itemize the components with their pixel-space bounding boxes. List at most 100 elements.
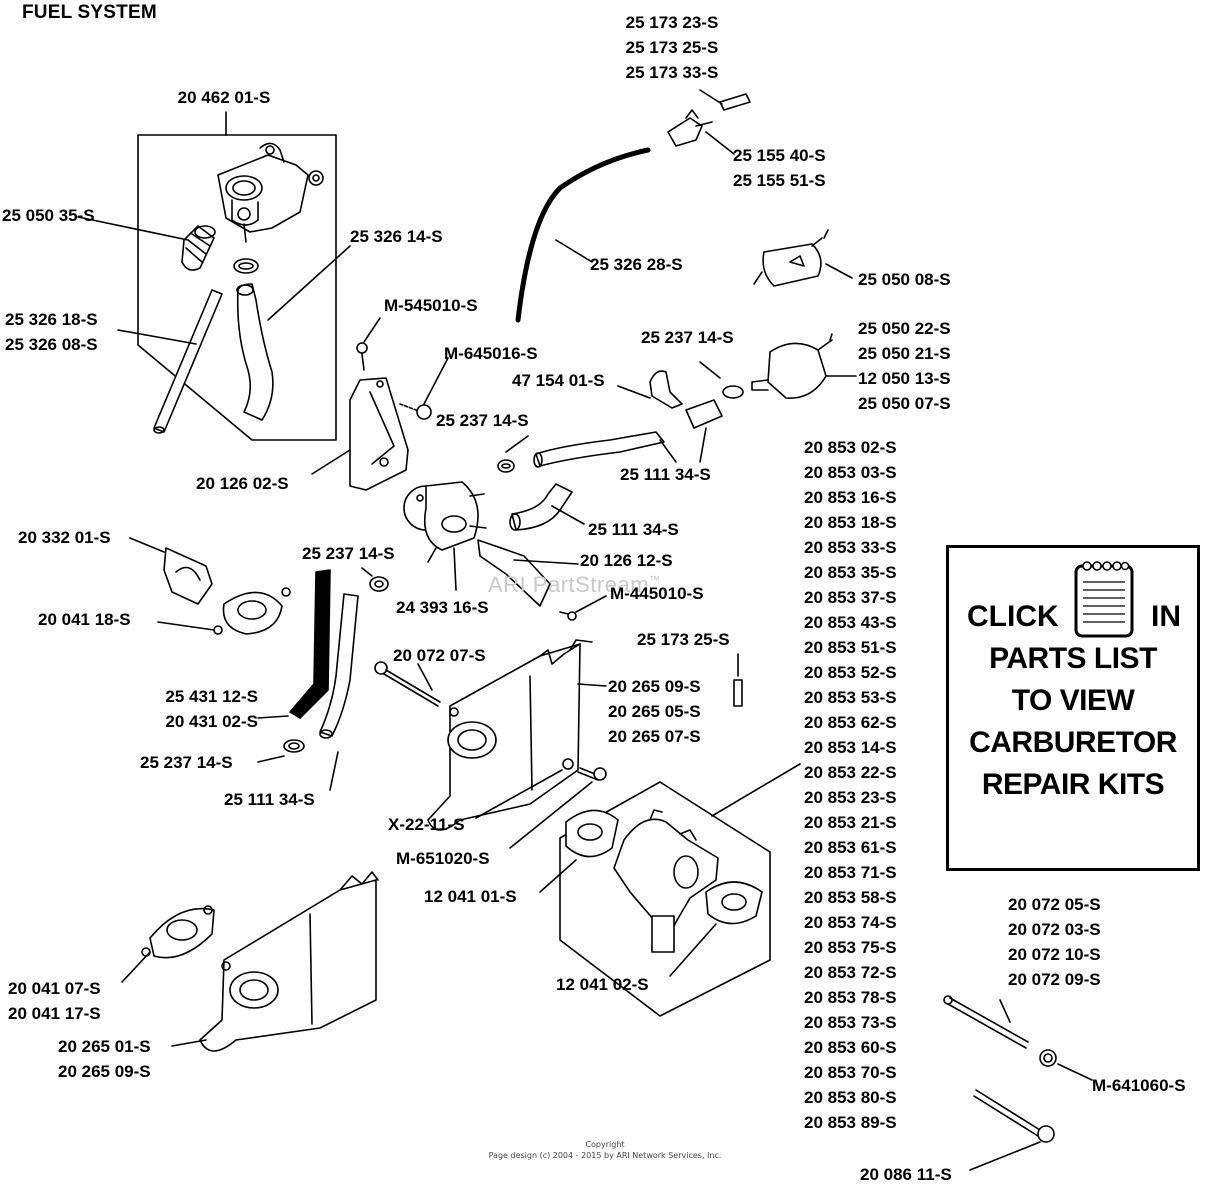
- copyright-label: Copyright: [585, 1140, 625, 1149]
- clamp-icon: [722, 385, 744, 399]
- corrugated-hose-icon: [289, 569, 331, 719]
- part-label-group[interactable]: 20 265 01-S 20 265 09-S: [58, 1037, 151, 1081]
- part-label[interactable]: 25 237 14-S: [140, 753, 233, 772]
- part-label[interactable]: 20 462 01-S: [177, 88, 271, 107]
- intake-manifold-icon: [199, 871, 379, 1052]
- carburetor-part-number[interactable]: 20 853 78-S: [804, 988, 897, 1007]
- part-label[interactable]: 25 111 34-S: [620, 465, 711, 484]
- stud-icon: [374, 661, 441, 707]
- straight-hose-icon: [153, 289, 223, 433]
- gasket-icon: [213, 587, 291, 635]
- part-label[interactable]: 25 050 08-S: [858, 270, 951, 289]
- part-label[interactable]: 12 041 02-S: [556, 975, 649, 994]
- nut-icon: [399, 403, 432, 420]
- carburetor-part-number[interactable]: 20 853 37-S: [804, 588, 897, 607]
- carburetor-part-number[interactable]: 20 853 18-S: [804, 513, 897, 532]
- carburetor-part-number[interactable]: 20 853 33-S: [804, 538, 897, 557]
- shutoff-valve-icon: [217, 142, 324, 243]
- part-label[interactable]: 25 237 14-S: [436, 411, 529, 430]
- carburetor-part-number[interactable]: 20 853 02-S: [804, 438, 897, 457]
- fuel-pump-icon: [403, 481, 487, 563]
- carburetor-part-number[interactable]: 20 853 03-S: [804, 463, 897, 482]
- part-label-group[interactable]: 25 050 22-S 25 050 21-S 12 050 13-S 25 0…: [858, 319, 951, 413]
- carburetor-part-number[interactable]: 20 853 71-S: [804, 863, 897, 882]
- screw-icon: [559, 611, 577, 621]
- carburetor-part-number[interactable]: 20 853 22-S: [804, 763, 897, 782]
- part-label[interactable]: M-545010-S: [384, 296, 478, 315]
- clamp-icon: [283, 739, 305, 753]
- part-label-group[interactable]: 25 173 23-S 25 173 25-S 25 173 33-S: [625, 13, 719, 82]
- carburetor-part-number[interactable]: 20 853 16-S: [804, 488, 897, 507]
- part-label[interactable]: 47 154 01-S: [512, 371, 605, 390]
- carburetor-repair-kits-button[interactable]: CLICK IN PARTS LIST TO VIEW CARBURETOR R…: [946, 545, 1200, 871]
- carburetor-part-number[interactable]: 20 853 80-S: [804, 1088, 897, 1107]
- carburetor-part-number[interactable]: 20 853 58-S: [804, 888, 897, 907]
- part-label[interactable]: M-641060-S: [1092, 1076, 1186, 1095]
- part-label[interactable]: 20 041 18-S: [38, 610, 131, 629]
- carburetor-part-number[interactable]: 20 853 74-S: [804, 913, 897, 932]
- carburetor-part-number[interactable]: 20 853 53-S: [804, 688, 897, 707]
- fuel-filter-icon: [753, 229, 829, 287]
- part-label[interactable]: 20 086 11-S: [860, 1165, 952, 1184]
- carburetor-part-number[interactable]: 20 853 23-S: [804, 788, 897, 807]
- part-label[interactable]: 20 332 01-S: [18, 528, 111, 547]
- part-label[interactable]: 20 072 07-S: [393, 646, 486, 665]
- watermark: ARI PartStream™: [488, 572, 661, 597]
- carburetor-part-number[interactable]: 20 853 43-S: [804, 613, 897, 632]
- part-label[interactable]: 25 326 14-S: [350, 227, 443, 246]
- filter-screen-icon: [181, 225, 216, 271]
- page-title: FUEL SYSTEM: [22, 2, 157, 23]
- callout-in-text: IN: [1151, 600, 1181, 633]
- part-label[interactable]: 12 041 01-S: [424, 887, 517, 906]
- part-label-group[interactable]: 25 326 18-S 25 326 08-S: [5, 310, 98, 354]
- carburetor-box: [559, 781, 771, 1017]
- bolt-icon: [577, 767, 607, 781]
- carburetor-part-number[interactable]: 20 853 21-S: [804, 813, 897, 832]
- part-label-group[interactable]: 25 155 40-S 25 155 51-S: [733, 146, 826, 190]
- part-label[interactable]: X-22-11-S: [388, 815, 465, 834]
- part-label[interactable]: 25 237 14-S: [641, 328, 734, 347]
- part-label[interactable]: M-445010-S: [610, 584, 704, 603]
- part-label[interactable]: 25 326 28-S: [590, 255, 683, 274]
- carburetor-part-number[interactable]: 20 853 35-S: [804, 563, 897, 582]
- hose-elbow-icon: [511, 483, 573, 531]
- small-valve-icon: [667, 109, 713, 147]
- part-label-group[interactable]: 20 265 09-S 20 265 05-S 20 265 07-S: [608, 677, 701, 746]
- part-label-group[interactable]: 25 431 12-S 20 431 02-S: [165, 687, 258, 731]
- fuel-line-icon: [515, 147, 651, 323]
- hose-icon: [535, 431, 665, 467]
- part-label[interactable]: M-651020-S: [396, 849, 490, 868]
- carburetor-part-list: 20 853 02-S 20 853 03-S 20 853 16-S 20 853 …: [804, 435, 897, 1135]
- bracket-icon: [349, 377, 409, 491]
- bracket-clip-icon: [649, 370, 683, 409]
- carburetor-part-number[interactable]: 20 853 60-S: [804, 1038, 897, 1057]
- carburetor-part-number[interactable]: 20 853 62-S: [804, 713, 897, 732]
- carburetor-part-number[interactable]: 20 853 14-S: [804, 738, 897, 757]
- washer-icon: [562, 758, 574, 770]
- part-label[interactable]: 20 126 12-S: [580, 551, 673, 570]
- carburetor-part-number[interactable]: 20 853 52-S: [804, 663, 897, 682]
- inline-filter-icon: [751, 333, 833, 399]
- carburetor-part-number[interactable]: 20 853 89-S: [804, 1113, 897, 1132]
- carburetor-part-number[interactable]: 20 853 72-S: [804, 963, 897, 982]
- carburetor-part-number[interactable]: 20 853 73-S: [804, 1013, 897, 1032]
- part-label[interactable]: 25 111 34-S: [588, 520, 679, 539]
- part-label[interactable]: 20 126 02-S: [196, 474, 289, 493]
- part-label[interactable]: 25 050 35-S: [2, 206, 95, 225]
- part-label-group[interactable]: 20 041 07-S 20 041 17-S: [8, 979, 101, 1023]
- carburetor-part-number[interactable]: 20 853 61-S: [804, 838, 897, 857]
- part-label-group[interactable]: 20 072 05-S 20 072 03-S 20 072 10-S 20 0…: [1008, 895, 1101, 989]
- carburetor-part-number[interactable]: 20 853 70-S: [804, 1063, 897, 1082]
- heat-shield-icon: [163, 547, 213, 605]
- carburetor-part-number[interactable]: 20 853 51-S: [804, 638, 897, 657]
- pump-bracket-icon: [477, 539, 551, 607]
- part-label[interactable]: 25 173 25-S: [637, 630, 730, 649]
- carburetor-part-number[interactable]: 20 853 75-S: [804, 938, 897, 957]
- curved-hose-icon: [236, 283, 274, 421]
- part-label[interactable]: 25 111 34-S: [224, 790, 315, 809]
- carburetor-icon: [613, 809, 719, 953]
- part-label[interactable]: 25 237 14-S: [302, 544, 395, 563]
- part-label[interactable]: M-645016-S: [444, 344, 538, 363]
- copyright-text: Page design (c) 2004 - 2015 by ARI Netwo…: [488, 1151, 722, 1160]
- part-label[interactable]: 24 393 16-S: [396, 598, 489, 617]
